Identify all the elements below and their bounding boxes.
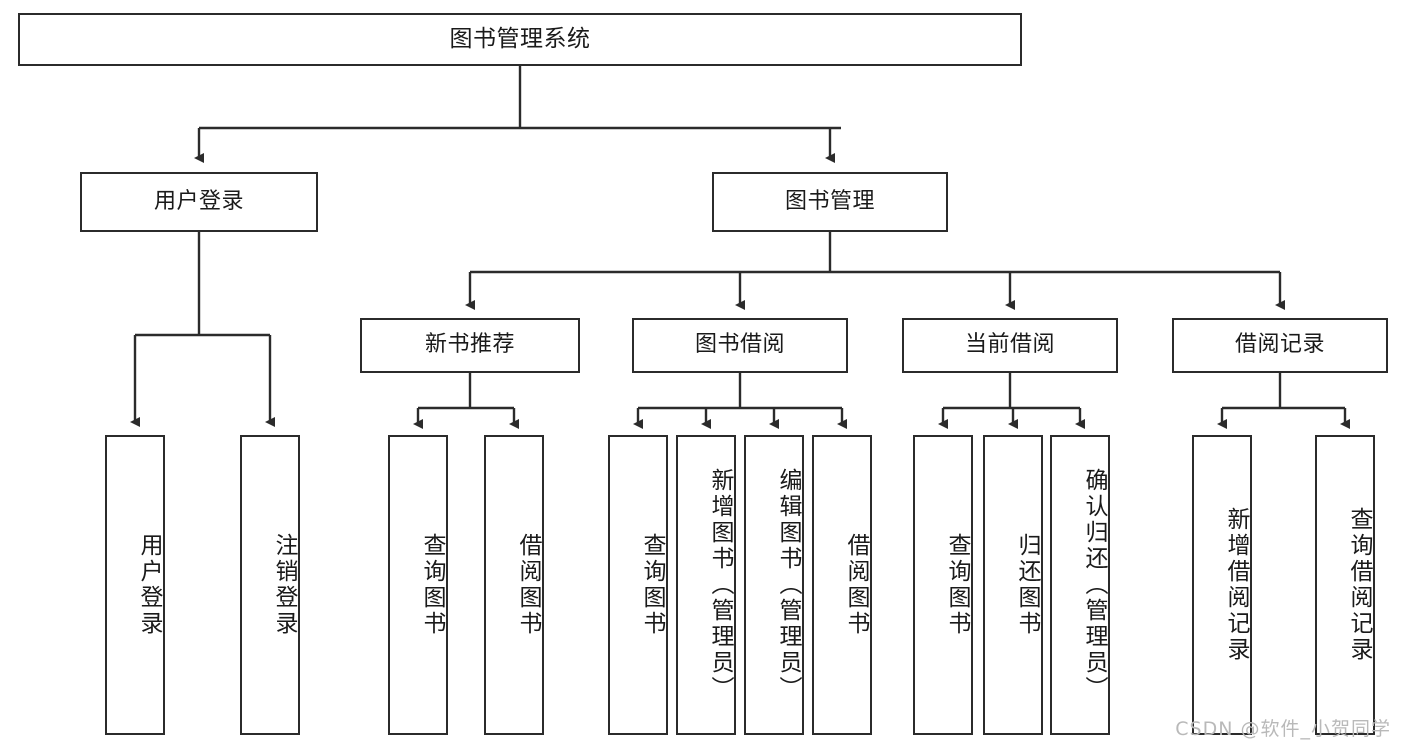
leaf-borrow-query-book[interactable]: 查询图书 (608, 435, 668, 735)
node-book-management-label: 图书管理 (784, 188, 875, 214)
node-root[interactable]: 图书管理系统 (18, 13, 1022, 66)
node-user-login[interactable]: 用户登录 (80, 172, 318, 232)
leaf-borrow-add-book[interactable]: 新增图书（管理员） (676, 435, 736, 735)
leaf-current-confirm-return[interactable]: 确认归还（管理员） (1050, 435, 1110, 735)
leaf-newbook-borrow-book-label: 借阅图书 (515, 533, 541, 637)
node-new-book-recommend-label: 新书推荐 (424, 332, 515, 358)
leaf-newbook-borrow-book[interactable]: 借阅图书 (484, 435, 544, 735)
node-current-borrow-label: 当前借阅 (964, 332, 1055, 358)
node-book-borrow[interactable]: 图书借阅 (632, 318, 848, 373)
leaf-borrow-query-book-label: 查询图书 (639, 533, 665, 637)
node-book-management[interactable]: 图书管理 (712, 172, 948, 232)
leaf-current-confirm-return-label: 确认归还（管理员） (1081, 468, 1107, 702)
leaf-user-login[interactable]: 用户登录 (105, 435, 165, 735)
leaf-borrow-edit-book[interactable]: 编辑图书（管理员） (744, 435, 804, 735)
node-user-login-label: 用户登录 (153, 188, 244, 214)
leaf-current-return-book[interactable]: 归还图书 (983, 435, 1043, 735)
leaf-current-query-book-label: 查询图书 (944, 533, 970, 637)
leaf-user-logout[interactable]: 注销登录 (240, 435, 300, 735)
leaf-records-query-record[interactable]: 查询借阅记录 (1315, 435, 1375, 735)
node-borrow-records-label: 借阅记录 (1234, 332, 1325, 358)
leaf-current-return-book-label: 归还图书 (1014, 533, 1040, 637)
node-book-borrow-label: 图书借阅 (694, 332, 785, 358)
leaf-user-login-label: 用户登录 (136, 533, 162, 637)
leaf-borrow-lend-book[interactable]: 借阅图书 (812, 435, 872, 735)
leaf-borrow-add-book-label: 新增图书（管理员） (707, 468, 733, 702)
node-root-label: 图书管理系统 (449, 25, 591, 52)
node-borrow-records[interactable]: 借阅记录 (1172, 318, 1388, 373)
watermark: CSDN @软件_小贺同学 (1175, 718, 1391, 740)
leaf-records-add-record-label: 新增借阅记录 (1223, 507, 1249, 663)
leaf-records-query-record-label: 查询借阅记录 (1346, 507, 1372, 663)
leaf-newbook-query-book-label: 查询图书 (419, 533, 445, 637)
leaf-records-add-record[interactable]: 新增借阅记录 (1192, 435, 1252, 735)
leaf-borrow-edit-book-label: 编辑图书（管理员） (775, 468, 801, 702)
leaf-user-logout-label: 注销登录 (271, 533, 297, 637)
node-current-borrow[interactable]: 当前借阅 (902, 318, 1118, 373)
node-new-book-recommend[interactable]: 新书推荐 (360, 318, 580, 373)
leaf-borrow-lend-book-label: 借阅图书 (843, 533, 869, 637)
leaf-current-query-book[interactable]: 查询图书 (913, 435, 973, 735)
leaf-newbook-query-book[interactable]: 查询图书 (388, 435, 448, 735)
